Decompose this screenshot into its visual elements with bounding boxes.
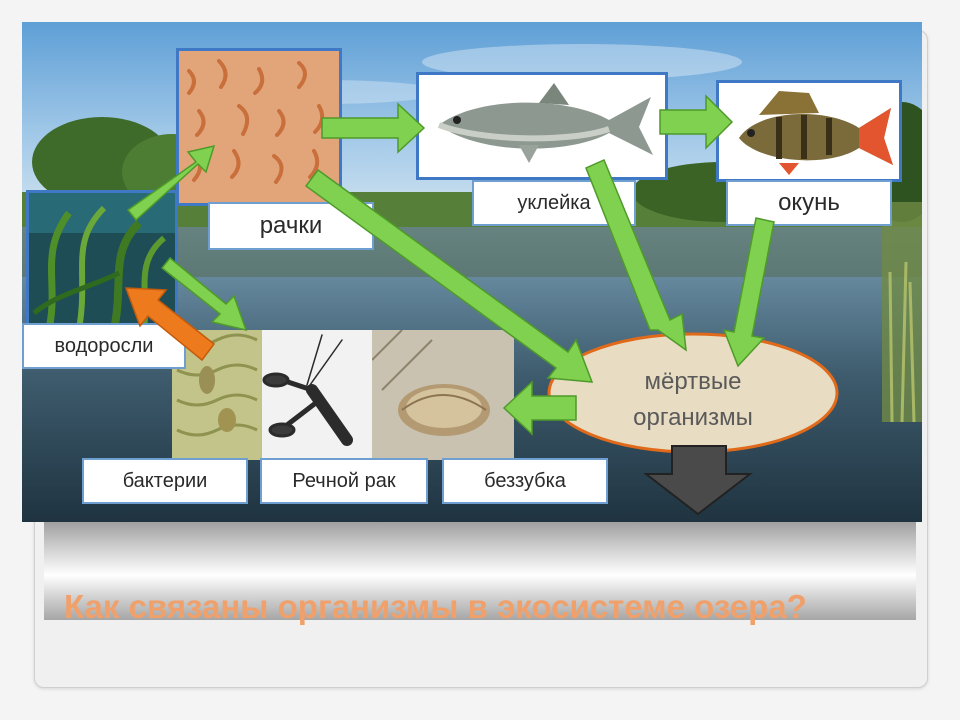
green-arrow bbox=[321, 102, 426, 154]
green-arrow bbox=[160, 256, 248, 332]
bacteria-photo bbox=[172, 330, 264, 460]
mussel-photo bbox=[372, 330, 514, 460]
crayfish-photo bbox=[262, 330, 374, 460]
green-arrow bbox=[502, 380, 577, 436]
orange-arrow bbox=[124, 287, 216, 362]
green-arrow bbox=[126, 144, 216, 222]
label-crayfish: Речной рак bbox=[260, 458, 428, 504]
perch-fish-photo bbox=[716, 80, 902, 182]
down-arrow bbox=[643, 445, 753, 516]
label-bacteria: бактерии bbox=[82, 458, 248, 504]
title-band bbox=[44, 520, 916, 620]
label-mussel: беззубка bbox=[442, 458, 608, 504]
green-arrow bbox=[722, 217, 775, 368]
green-arrow bbox=[659, 94, 734, 150]
label-algae: водоросли bbox=[22, 323, 186, 369]
dead-organisms-line2: организмы bbox=[633, 404, 753, 431]
dead-organisms-line1: мёртвые bbox=[644, 368, 742, 395]
label-perch: окунь bbox=[726, 180, 892, 226]
bleak-fish-photo bbox=[416, 72, 668, 180]
green-arrow bbox=[585, 159, 687, 352]
green-arrow bbox=[304, 168, 594, 383]
slide-title: Как связаны организмы в экосистеме озера… bbox=[64, 588, 807, 625]
